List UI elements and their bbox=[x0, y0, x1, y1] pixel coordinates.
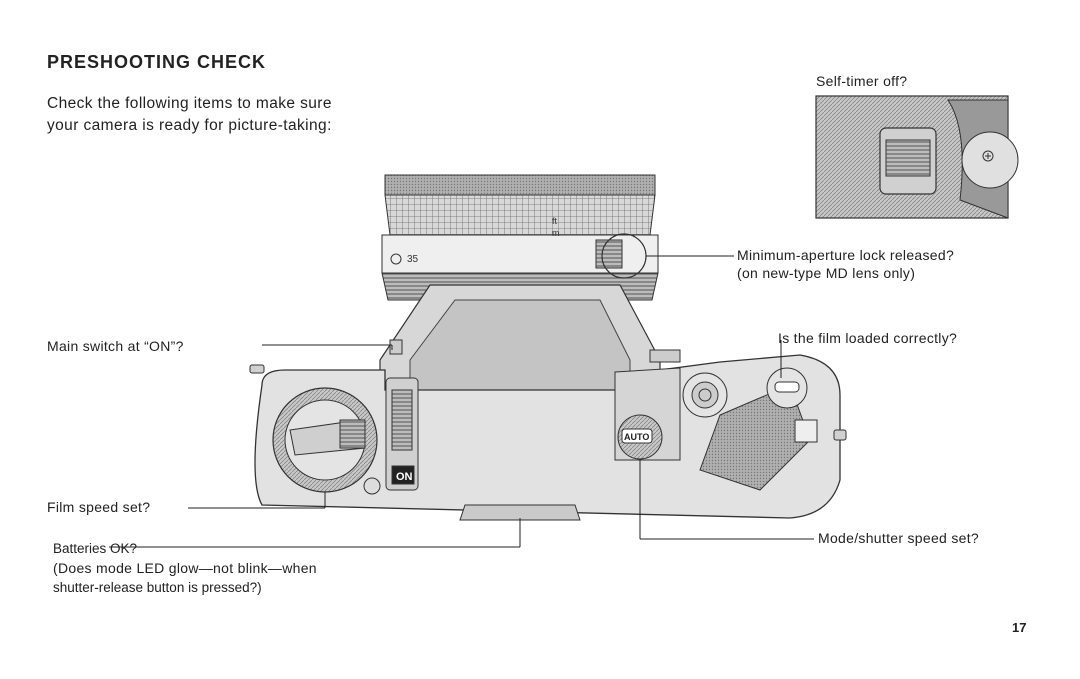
callout-self-timer: Self-timer off? bbox=[816, 73, 908, 89]
intro-paragraph: Check the following items to make sure y… bbox=[47, 95, 332, 134]
callout-batteries: Batteries OK? bbox=[53, 541, 138, 556]
callout-aperture-lock: Minimum-aperture lock released? bbox=[737, 247, 955, 263]
callout-aperture-lock-note: (on new-type MD lens only) bbox=[737, 265, 916, 281]
lens-focal-mark: 35 bbox=[407, 254, 419, 265]
auto-marking: AUTO bbox=[624, 432, 649, 442]
lens-scale-ft: ft bbox=[552, 216, 558, 226]
mode-shutter-dial: AUTO bbox=[614, 367, 681, 461]
lens: ft m 35 bbox=[381, 174, 659, 301]
callout-mode-shutter: Mode/shutter speed set? bbox=[818, 530, 979, 546]
hot-shoe-lip bbox=[459, 504, 581, 521]
page-title: PRESHOOTING CHECK bbox=[47, 52, 267, 72]
callout-main-switch: Main switch at “ON”? bbox=[47, 338, 184, 354]
film-advance-lever bbox=[699, 367, 818, 491]
self-timer-inset bbox=[815, 95, 1019, 219]
callout-film-speed: Film speed set? bbox=[47, 499, 151, 515]
on-marking: ON bbox=[396, 471, 413, 483]
callout-batteries-note-2: shutter-release button is pressed?) bbox=[53, 580, 262, 595]
callout-film-loaded: Is the film loaded correctly? bbox=[778, 330, 958, 346]
callout-batteries-note: (Does mode LED glow—not blink—when bbox=[53, 560, 317, 576]
accessory-cap bbox=[649, 349, 681, 363]
main-switch: ON bbox=[385, 339, 419, 491]
shutter-release bbox=[682, 372, 728, 418]
leader-lines bbox=[109, 255, 814, 548]
film-speed-dial bbox=[272, 387, 381, 495]
page-number: 17 bbox=[1012, 620, 1027, 635]
lens-scale-m: m bbox=[552, 228, 560, 238]
